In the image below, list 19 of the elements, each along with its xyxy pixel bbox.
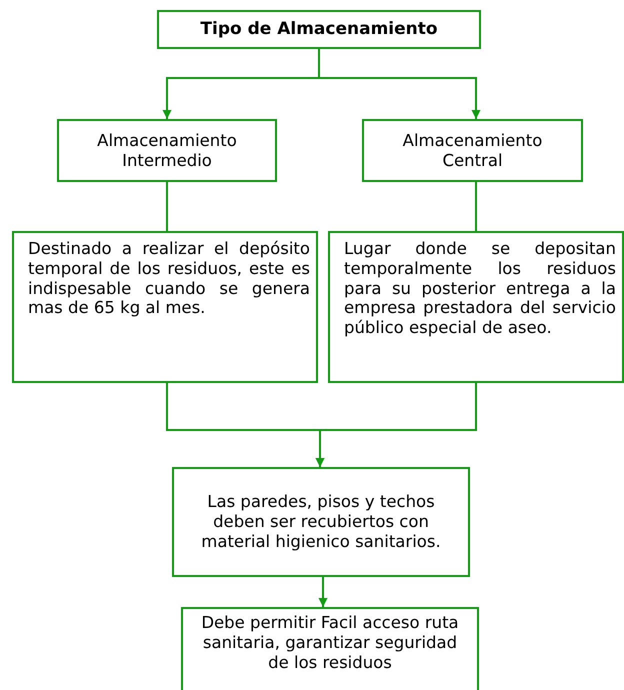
connector-line: [318, 49, 480, 119]
process-box: [157, 10, 481, 49]
process-box: [181, 607, 479, 690]
connector-line: [318, 577, 328, 607]
process-box: [172, 467, 470, 577]
box-text: Destinado a realizar el depósito temporal de los residuos, este es indispesable cuando se genera mas de 65 kg al mes.: [28, 239, 310, 318]
connector-line: [166, 182, 168, 231]
connector-line: [475, 182, 477, 231]
box-text: Almacenamiento Intermedio: [96, 130, 238, 170]
connector-line: [316, 383, 477, 467]
box-text: Almacenamiento Central: [402, 130, 544, 170]
process-box: [362, 119, 583, 182]
box-text: Lugar donde se depositan temporalmente los residuos para su posterior entrega a la empresa prestadora del servicio público especial de aseo.: [344, 239, 616, 338]
process-box: [328, 231, 624, 383]
process-box: [57, 119, 277, 182]
box-text: Las paredes, pisos y techos deben ser recubiertos con material higienico sanitarios.: [200, 492, 442, 552]
box-text: Debe permitir Facil acceso ruta sanitaria, garantizar seguridad de los residuos: [200, 613, 460, 672]
box-text: Tipo de Almacenamiento: [200, 19, 438, 40]
process-box: [12, 231, 318, 383]
